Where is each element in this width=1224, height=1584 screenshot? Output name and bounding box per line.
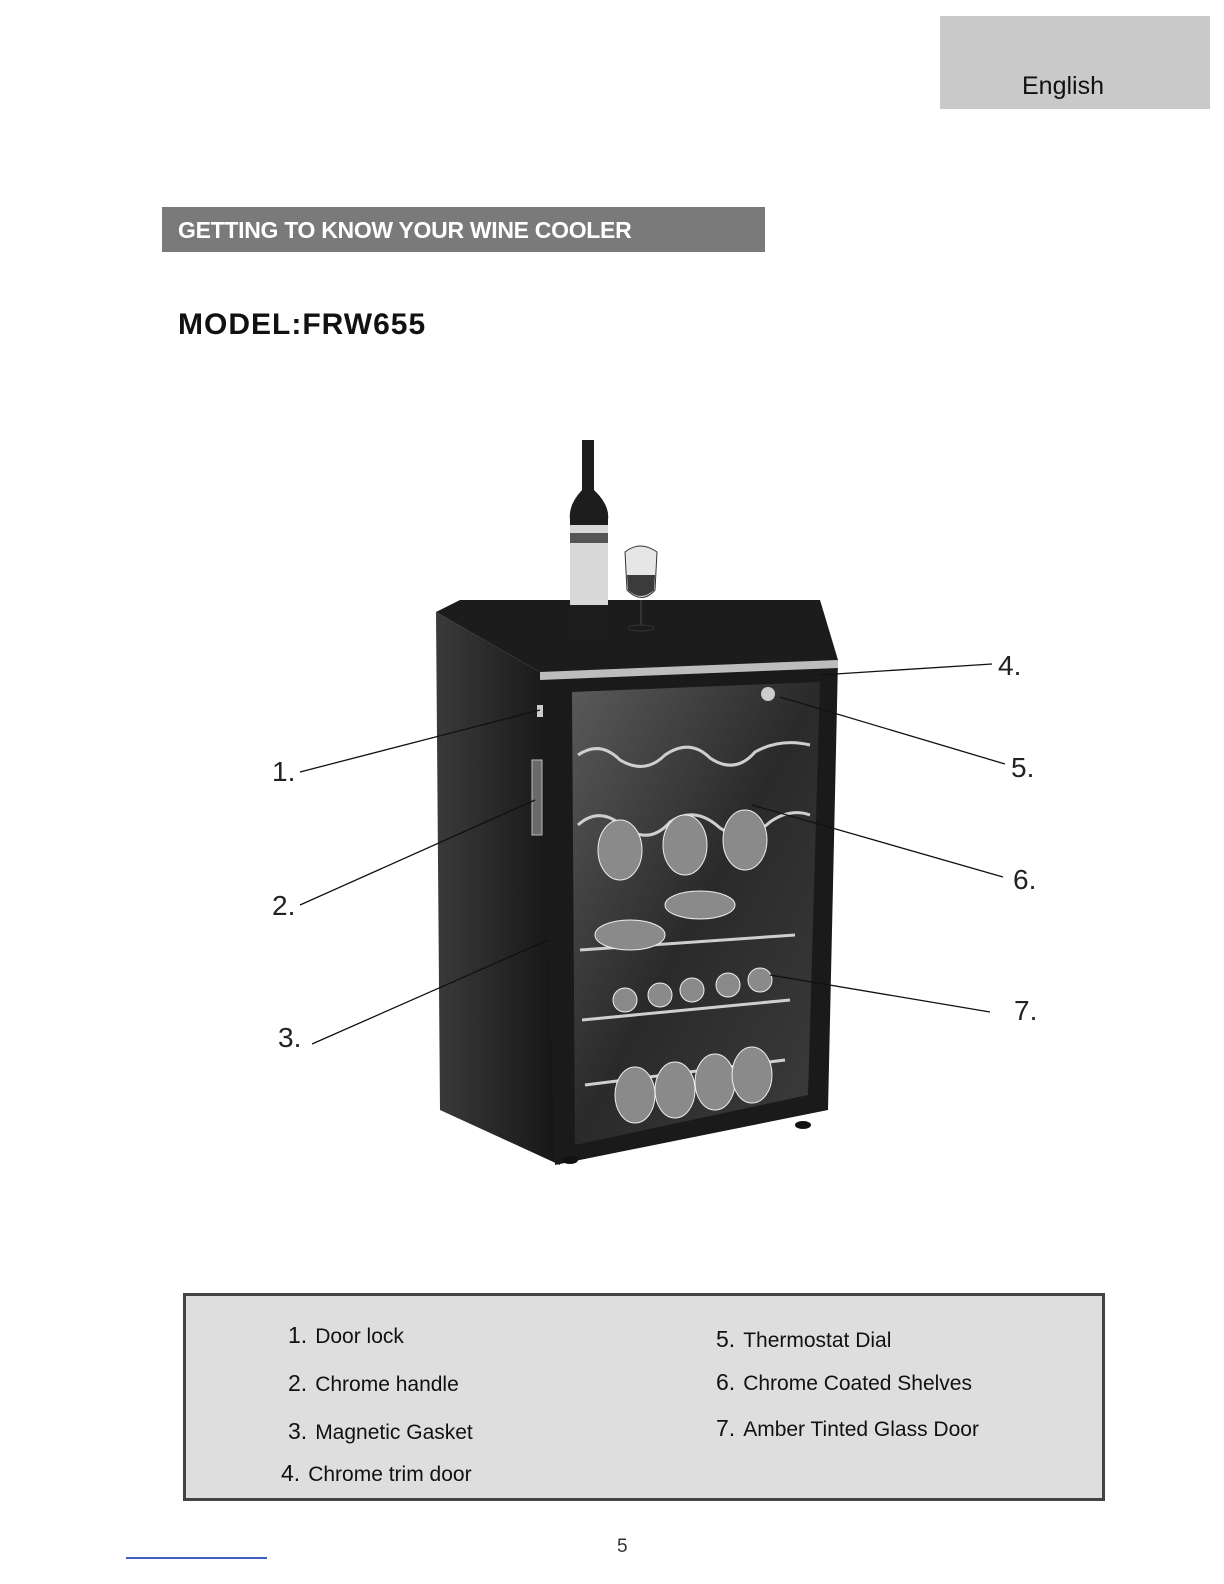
model-title: MODEL:FRW655 [178, 308, 426, 342]
legend-num: 3. [288, 1418, 307, 1444]
legend-label: Magnetic Gasket [315, 1421, 473, 1444]
legend-num: 1. [288, 1322, 307, 1348]
legend-label: Chrome Coated Shelves [743, 1372, 972, 1395]
callout-6: 6. [1013, 864, 1036, 896]
legend-item-7: 7. Amber Tinted Glass Door [716, 1415, 979, 1442]
callout-3: 3. [278, 1022, 301, 1054]
section-title: GETTING TO KNOW YOUR WINE COOLER [178, 217, 631, 244]
wine-cooler-illustration [0, 420, 1224, 1180]
legend-item-4: 4. Chrome trim door [281, 1460, 472, 1487]
page-number: 5 [617, 1536, 628, 1558]
callout-2: 2. [272, 890, 295, 922]
legend-label: Chrome trim door [308, 1463, 471, 1486]
legend-item-5: 5. Thermostat Dial [716, 1326, 891, 1353]
legend-label: Thermostat Dial [743, 1329, 891, 1352]
legend-item-1: 1. Door lock [288, 1322, 404, 1349]
callout-7: 7. [1014, 995, 1037, 1027]
callout-1: 1. [272, 756, 295, 788]
callout-4: 4. [998, 650, 1021, 682]
legend-item-2: 2. Chrome handle [288, 1370, 459, 1397]
legend-num: 4. [281, 1460, 300, 1486]
language-tab: English [940, 16, 1210, 109]
legend-item-3: 3. Magnetic Gasket [288, 1418, 473, 1445]
footer-rule [126, 1557, 267, 1559]
legend-num: 5. [716, 1326, 735, 1352]
parts-legend: 1. Door lock 2. Chrome handle 3. Magnetic G… [183, 1293, 1105, 1501]
legend-num: 6. [716, 1369, 735, 1395]
legend-label: Chrome handle [315, 1373, 459, 1396]
language-label: English [1022, 72, 1104, 101]
legend-num: 2. [288, 1370, 307, 1396]
legend-label: Door lock [315, 1325, 404, 1348]
callout-5: 5. [1011, 752, 1034, 784]
section-header: GETTING TO KNOW YOUR WINE COOLER [162, 207, 765, 252]
legend-label: Amber Tinted Glass Door [743, 1418, 979, 1441]
legend-item-6: 6. Chrome Coated Shelves [716, 1369, 972, 1396]
legend-num: 7. [716, 1415, 735, 1441]
